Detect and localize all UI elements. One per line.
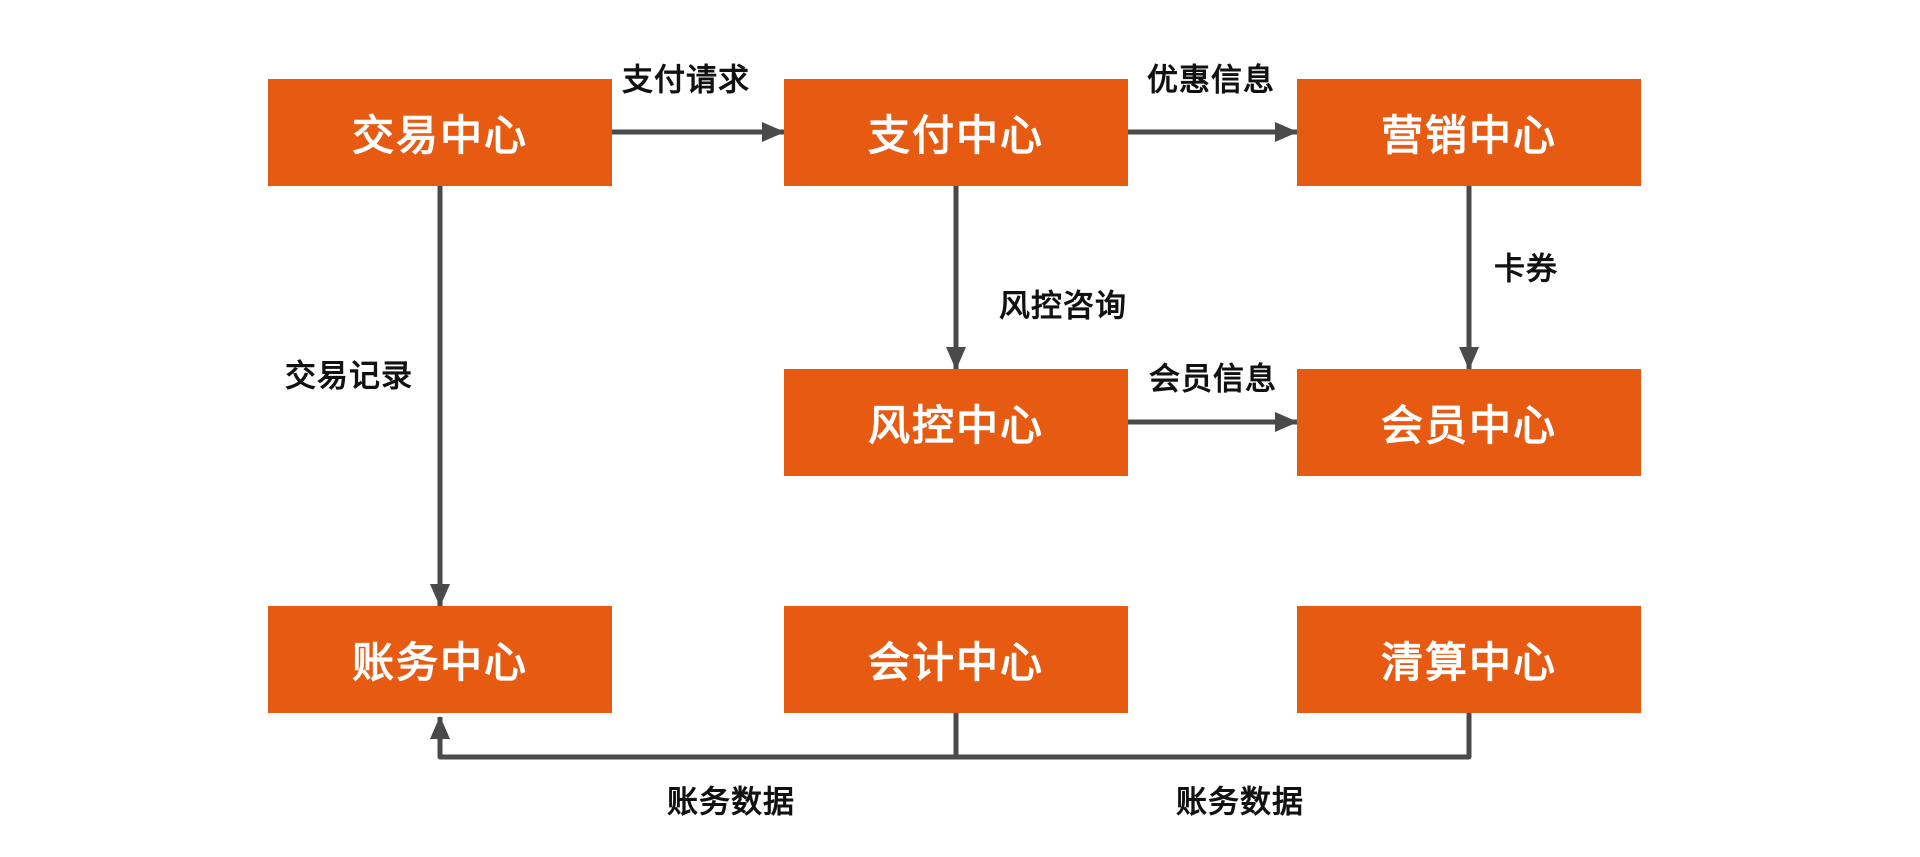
edge-label-payment-request: 支付请求 xyxy=(622,62,750,98)
edge-label-clearing-data: 账务数据 xyxy=(1176,784,1304,820)
node-label: 会计中心 xyxy=(867,639,1044,686)
edge-clearing-data xyxy=(430,713,1472,760)
node-label: 支付中心 xyxy=(867,112,1044,159)
edge-label-promo-info: 优惠信息 xyxy=(1147,62,1275,98)
node-label: 清算中心 xyxy=(1380,639,1557,686)
node-label: 风控中心 xyxy=(867,402,1044,449)
node-payment-center: 支付中心 xyxy=(784,79,1128,186)
node-bookkeeping-center: 会计中心 xyxy=(784,606,1128,713)
node-marketing-center: 营销中心 xyxy=(1297,79,1641,186)
node-label: 交易中心 xyxy=(351,112,528,159)
node-member-center: 会员中心 xyxy=(1297,369,1641,476)
edge-label-coupon: 卡券 xyxy=(1494,251,1558,287)
edge-label-member-info: 会员信息 xyxy=(1149,361,1277,397)
node-label: 营销中心 xyxy=(1380,112,1557,159)
node-label: 会员中心 xyxy=(1380,402,1557,449)
node-trade-center: 交易中心 xyxy=(268,79,612,186)
node-label: 账务中心 xyxy=(351,639,528,686)
edge-label-trade-record: 交易记录 xyxy=(285,358,413,394)
edge-label-risk-consult: 风控咨询 xyxy=(999,288,1127,324)
node-clearing-center: 清算中心 xyxy=(1297,606,1641,713)
node-accounting-center: 账务中心 xyxy=(268,606,612,713)
node-risk-center: 风控中心 xyxy=(784,369,1128,476)
edge-label-bookkeeping-data: 账务数据 xyxy=(667,784,795,820)
